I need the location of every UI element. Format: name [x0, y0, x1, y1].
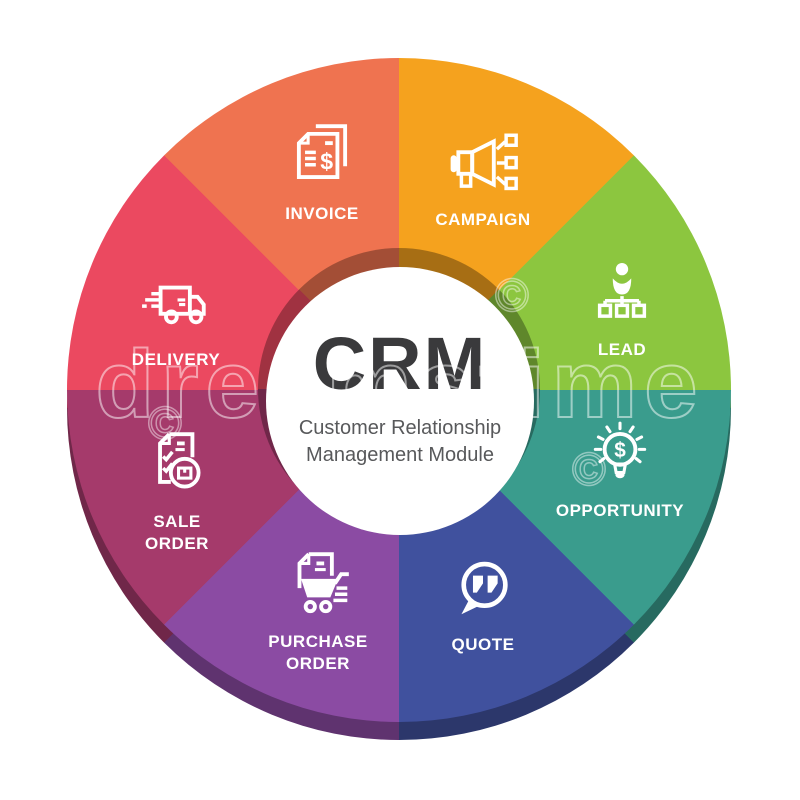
- segment-delivery: DELIVERY: [91, 266, 261, 371]
- segment-sale-order: SALE ORDER: [92, 428, 262, 555]
- segment-lead: LEAD: [537, 256, 707, 361]
- crm-subtitle: Customer Relationship Management Module: [299, 415, 501, 469]
- segment-label: OPPORTUNITY: [555, 501, 685, 520]
- idea-bulb-dollar-icon: $: [583, 417, 657, 491]
- document-cart-icon: [281, 548, 355, 622]
- segment-opportunity: $ OPPORTUNITY: [535, 417, 705, 522]
- svg-text:$: $: [614, 439, 626, 462]
- crm-subtitle-line2: Management Module: [306, 444, 494, 466]
- svg-text:$: $: [320, 148, 333, 174]
- segment-label: CAMPAIGN: [435, 210, 531, 229]
- segment-label: PURCHASE ORDER: [268, 632, 368, 674]
- delivery-truck-icon: [139, 266, 213, 340]
- segment-purchase-order: PURCHASE ORDER: [233, 548, 403, 675]
- segment-quote: QUOTE: [398, 551, 568, 656]
- segment-label: SALE ORDER: [145, 512, 209, 554]
- quote-bubble-icon: [446, 551, 520, 625]
- segment-label: INVOICE: [285, 204, 359, 223]
- segment-label: QUOTE: [451, 635, 515, 654]
- segment-label: LEAD: [597, 340, 647, 359]
- megaphone-broadcast-icon: [446, 126, 520, 200]
- segment-campaign: CAMPAIGN: [398, 126, 568, 231]
- person-hierarchy-icon: [585, 256, 659, 330]
- crm-title: CRM: [312, 322, 488, 405]
- invoice-document-icon: $: [285, 120, 359, 194]
- crm-subtitle-line1: Customer Relationship: [298, 417, 502, 439]
- center-circle: CRM Customer Relationship Management Mod…: [266, 267, 534, 535]
- segment-invoice: $ INVOICE: [237, 120, 407, 225]
- segment-label: DELIVERY: [131, 350, 221, 369]
- checklist-package-icon: [140, 428, 214, 502]
